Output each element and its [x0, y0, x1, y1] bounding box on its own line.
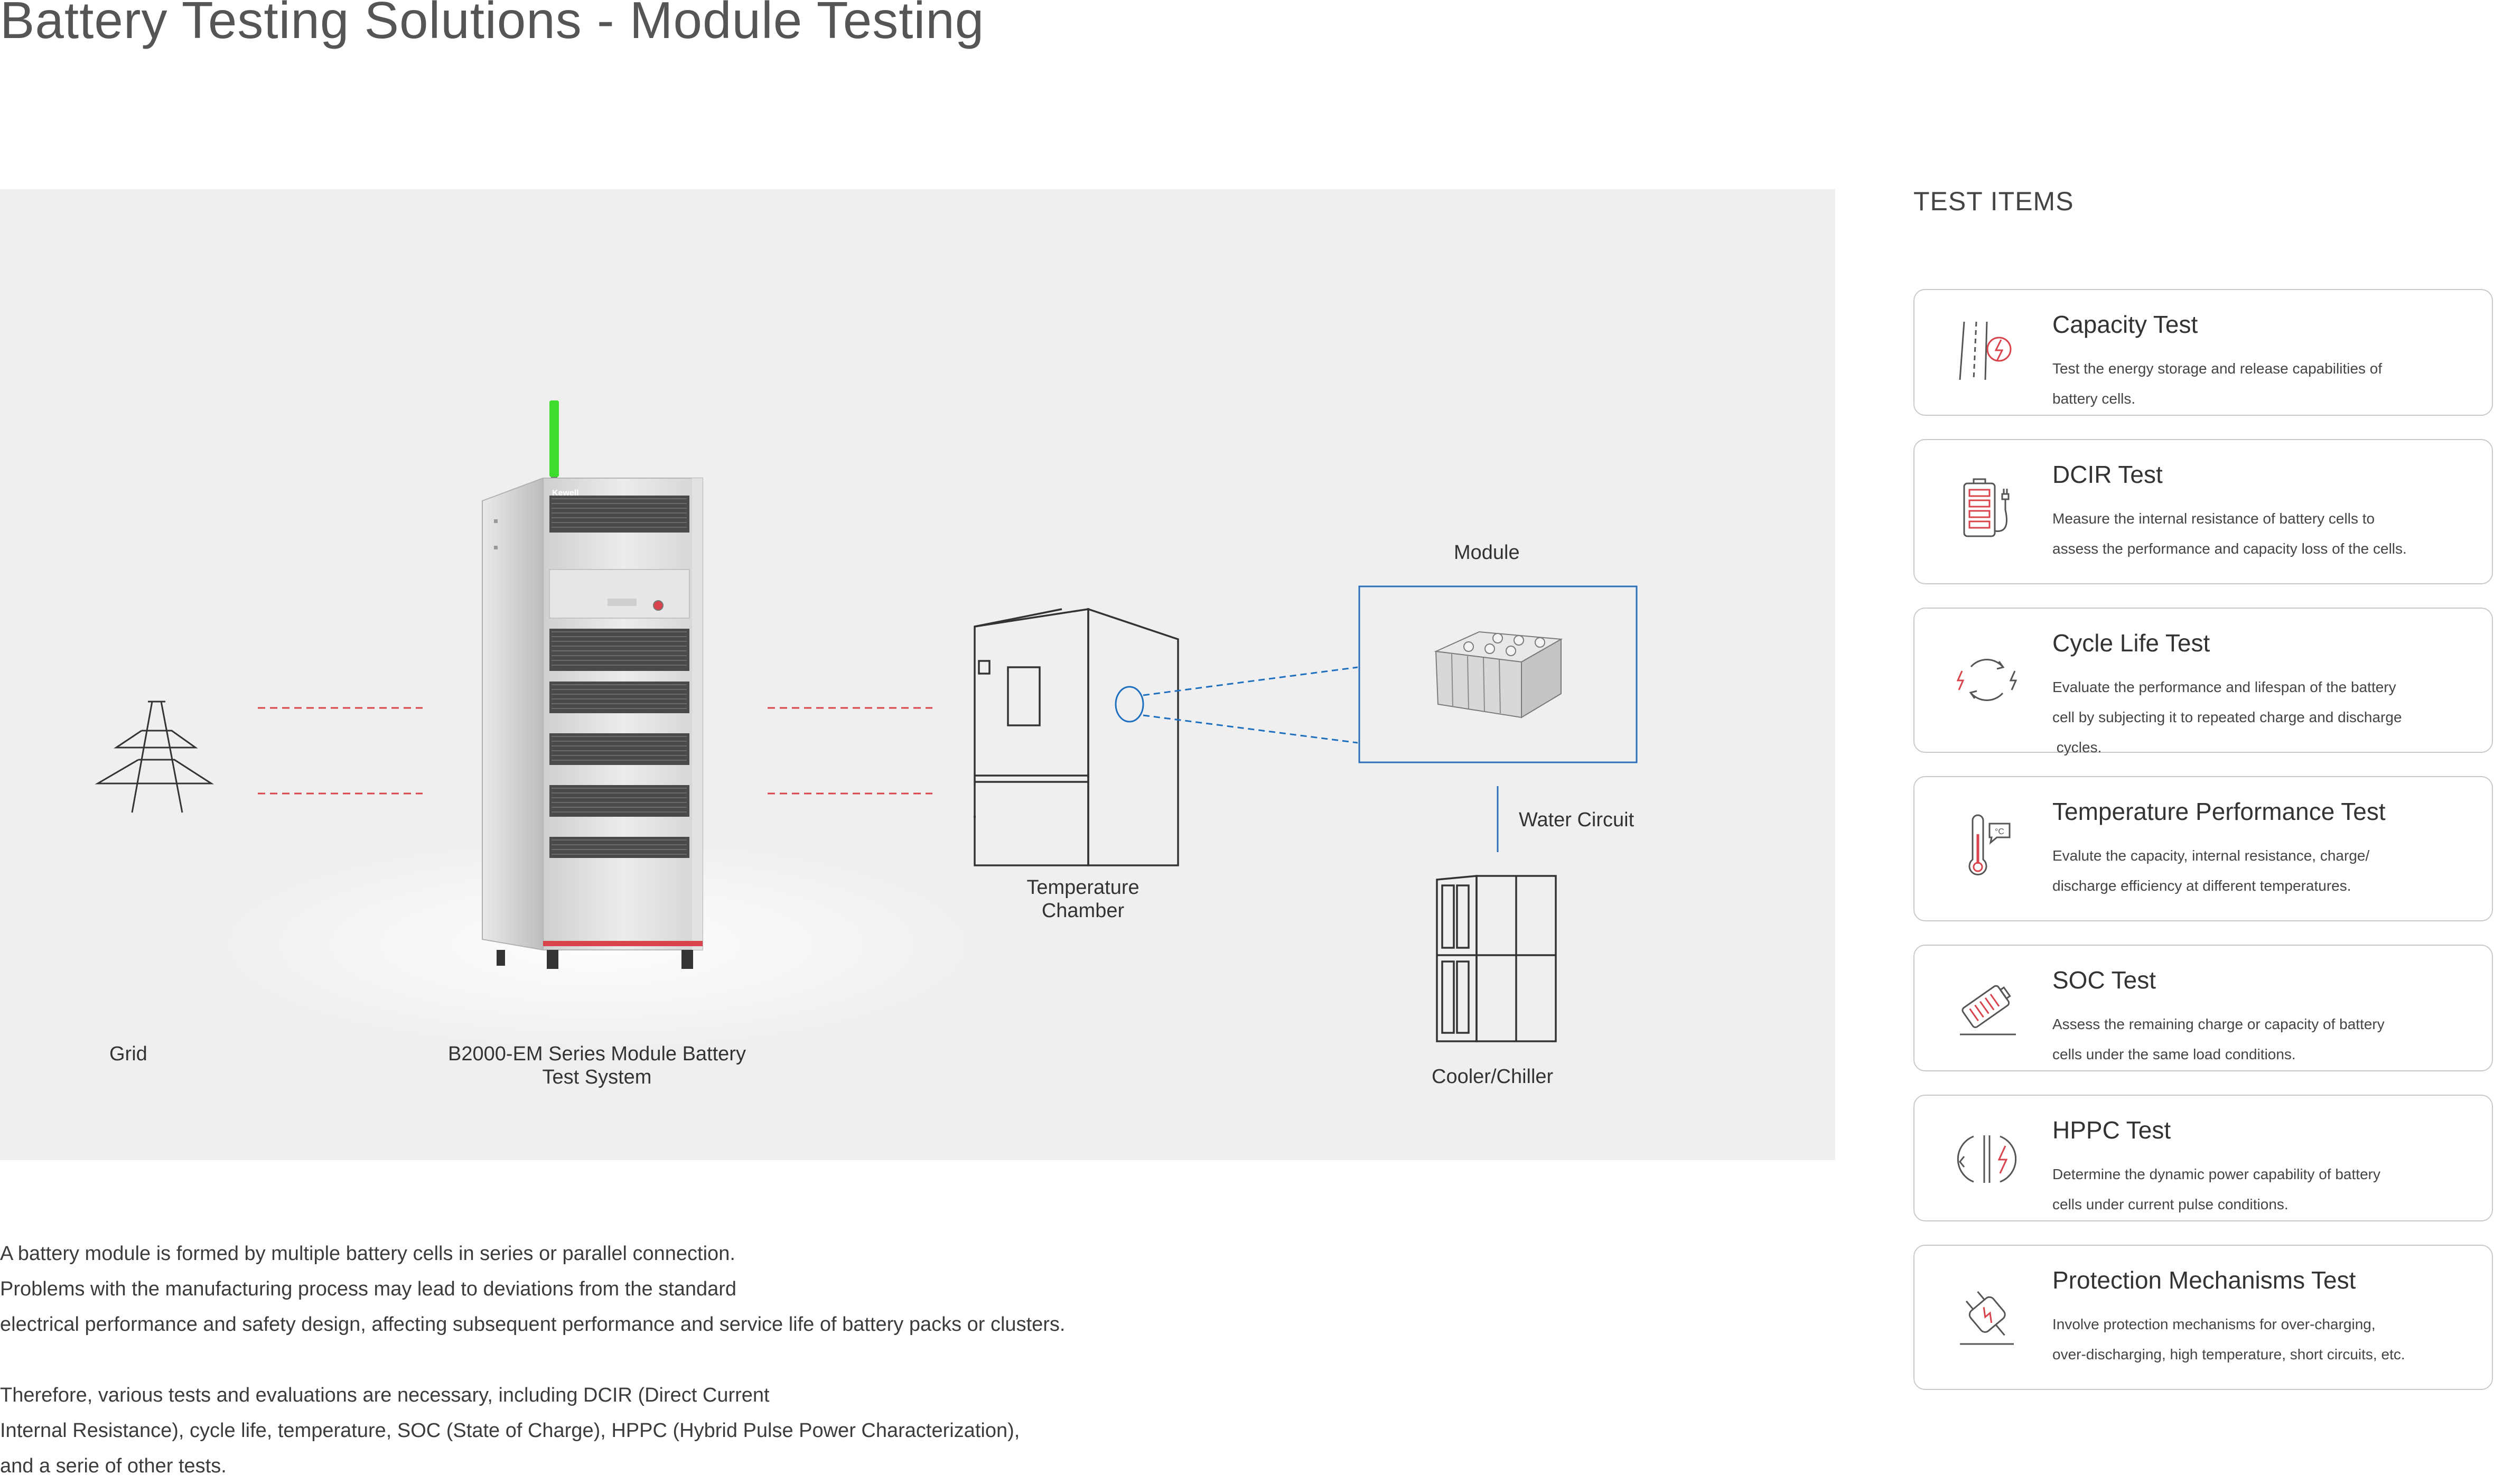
test-card-desc-line: Involve protection mechanisms for over-c… — [2052, 1316, 2376, 1332]
test-system-label: B2000-EM Series Module Battery Test Syst… — [412, 1042, 782, 1089]
module-frame — [1358, 585, 1638, 763]
cycle-icon — [1956, 659, 2017, 701]
test-card-desc-line: Determine the dynamic power capability o… — [2052, 1166, 2380, 1182]
dcir-battery-icon — [1963, 478, 2010, 537]
chamber-label-line2: Chamber — [1041, 900, 1125, 922]
soc-battery-icon — [1960, 985, 2016, 1035]
test-card-desc: Test the energy storage and release capa… — [2052, 353, 2475, 414]
battery-module-icon — [1434, 631, 1563, 718]
test-card-desc-line: Assess the remaining charge or capacity … — [2052, 1016, 2385, 1032]
test-card-dcir[interactable]: DCIR Test Measure the internal resistanc… — [1913, 439, 2493, 584]
intro-text: A battery module is formed by multiple b… — [0, 1236, 1268, 1484]
intro-line: Internal Resistance), cycle life, temper… — [0, 1420, 1020, 1442]
test-card-desc-line: battery cells. — [2052, 390, 2136, 407]
test-card-title: SOC Test — [2052, 966, 2156, 994]
test-card-title: DCIR Test — [2052, 461, 2163, 488]
intro-line: A battery module is formed by multiple b… — [0, 1243, 735, 1265]
test-card-desc: Assess the remaining charge or capacity … — [2052, 1009, 2475, 1069]
thermometer-icon: °C — [1968, 814, 2011, 875]
test-card-title: Temperature Performance Test — [2052, 798, 2386, 825]
test-card-desc-line: Test the energy storage and release capa… — [2052, 360, 2383, 377]
capacity-icon — [1959, 321, 2012, 380]
intro-line: and a serie of other tests. — [0, 1455, 227, 1477]
test-items-heading: TEST ITEMS — [1913, 186, 2074, 216]
test-card-desc-line: assess the performance and capacity loss… — [2052, 540, 2407, 557]
cabinet-brand-logo: Kewell — [552, 489, 579, 498]
test-card-desc-line: cycles. — [2052, 739, 2102, 755]
grid-label: Grid — [109, 1043, 147, 1065]
cooler-label: Cooler/Chiller — [1432, 1066, 1554, 1088]
test-card-desc-line: discharge efficiency at different temper… — [2052, 878, 2351, 894]
test-card-title: Protection Mechanisms Test — [2052, 1266, 2356, 1294]
test-card-desc-line: cells under current pulse conditions. — [2052, 1196, 2288, 1212]
test-card-desc-line: Measure the internal resistance of batte… — [2052, 510, 2375, 527]
power-connection-lines — [258, 707, 932, 795]
test-card-desc-line: over-discharging, high temperature, shor… — [2052, 1346, 2405, 1362]
test-card-desc: Evaluate the performance and lifespan of… — [2052, 672, 2475, 762]
test-system-label-line1: B2000-EM Series Module Battery — [448, 1043, 746, 1065]
water-circuit-label: Water Circuit — [1519, 809, 1634, 831]
test-card-capacity[interactable]: Capacity Test Test the energy storage an… — [1913, 289, 2493, 416]
system-diagram: Kewell — [0, 189, 1835, 1160]
diagram-graphics: Kewell — [95, 400, 1638, 1050]
chamber-label-line1: Temperature — [1026, 876, 1139, 899]
page-title: Battery Testing Solutions - Module Testi… — [0, 0, 985, 49]
test-card-cycle-life[interactable]: Cycle Life Test Evaluate the performance… — [1913, 608, 2493, 755]
cabinet-vent — [549, 496, 689, 533]
test-card-desc: Determine the dynamic power capability o… — [2052, 1159, 2475, 1219]
pulse-icon — [1957, 1135, 2017, 1183]
test-card-desc-line: cells under the same load conditions. — [2052, 1046, 2296, 1062]
intro-line: Therefore, various tests and evaluations… — [0, 1384, 770, 1406]
test-card-hppc[interactable]: HPPC Test Determine the dynamic power ca… — [1913, 1095, 2493, 1221]
test-card-soc[interactable]: SOC Test Assess the remaining charge or … — [1913, 945, 2493, 1071]
chamber-label: Temperature Chamber — [998, 876, 1167, 922]
test-card-desc: Measure the internal resistance of batte… — [2052, 503, 2475, 564]
test-card-temperature[interactable]: °C Temperature Performance Test Evalute … — [1913, 776, 2493, 921]
svg-text:°C: °C — [1995, 827, 2004, 836]
intro-line: electrical performance and safety design… — [0, 1313, 1066, 1336]
test-card-title: Capacity Test — [2052, 311, 2198, 338]
cooler-chiller-icon — [1436, 875, 1557, 1042]
test-card-desc: Involve protection mechanisms for over-c… — [2052, 1309, 2475, 1369]
test-card-desc-line: cell by subjecting it to repeated charge… — [2052, 709, 2402, 725]
cabinet-vents — [549, 496, 689, 858]
test-card-desc-line: Evalute the capacity, internal resistanc… — [2052, 847, 2370, 864]
plug-protection-icon — [1960, 1291, 2014, 1345]
test-card-title: HPPC Test — [2052, 1116, 2171, 1144]
cabinet-vent — [549, 629, 689, 671]
temperature-chamber-icon — [974, 608, 1179, 866]
grid-tower-icon — [95, 701, 214, 813]
signal-light — [549, 400, 559, 477]
test-system-label-line2: Test System — [542, 1066, 652, 1088]
test-card-desc: Evalute the capacity, internal resistanc… — [2052, 841, 2475, 901]
test-system-cabinet — [482, 400, 703, 969]
test-card-title: Cycle Life Test — [2052, 629, 2210, 657]
module-label: Module — [1454, 542, 1520, 564]
intro-line: Problems with the manufacturing process … — [0, 1278, 737, 1300]
test-card-desc-line: Evaluate the performance and lifespan of… — [2052, 679, 2396, 695]
test-card-protection[interactable]: Protection Mechanisms Test Involve prote… — [1913, 1245, 2493, 1390]
chamber-module-links — [1143, 666, 1358, 744]
